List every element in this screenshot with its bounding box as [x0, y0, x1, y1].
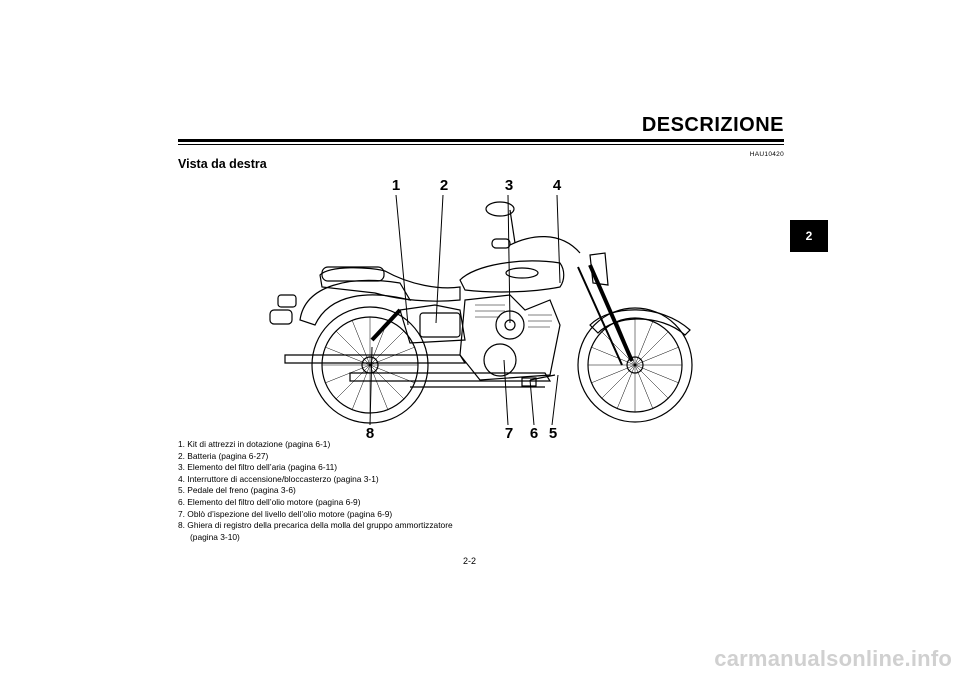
legend-item: 3. Elemento del filtro dell’aria (pagina… — [178, 462, 338, 473]
engine — [459, 294, 561, 381]
chapter-tab-label: 2 — [805, 229, 813, 243]
chapter-tab: 2 — [790, 220, 828, 252]
callout-4: 4 — [553, 177, 562, 194]
callout-8: 8 — [366, 425, 374, 440]
legend-item: 4. Interruttore di accensione/bloccaster… — [178, 473, 379, 484]
motorcycle-diagram: 1 2 3 4 8 7 6 5 — [269, 177, 693, 440]
page-number: 2-2 — [463, 556, 477, 566]
legend-item: 5. Pedale del freno (pagina 3-6) — [178, 485, 296, 496]
exhaust — [284, 354, 467, 364]
header-rule-thick — [178, 139, 784, 142]
callout-1: 1 — [392, 177, 400, 194]
section-code: HAU10420 — [749, 151, 784, 158]
callout-3: 3 — [505, 177, 513, 194]
callout-5: 5 — [549, 425, 557, 440]
rear-shock — [370, 308, 402, 342]
header-rule-thin — [178, 144, 784, 145]
fuel-tank — [459, 260, 565, 293]
callout-2: 2 — [440, 177, 448, 194]
callout-lines — [369, 194, 561, 426]
page-title: DESCRIZIONE — [641, 114, 784, 136]
section-title: Vista da destra — [178, 157, 267, 171]
legend-item: 6. Elemento del filtro dell’olio motore … — [178, 496, 361, 507]
callout-6: 6 — [530, 425, 538, 440]
callout-7: 7 — [505, 425, 513, 440]
parts-legend: 1. Kit di attrezzi in dotazione (pagina … — [178, 439, 478, 543]
legend-item: 1. Kit di attrezzi in dotazione (pagina … — [178, 439, 331, 449]
legend-item: 7. Oblò d’ispezione del livello dell’oli… — [178, 508, 393, 519]
headlight — [589, 252, 609, 286]
legend-item: 2. Batteria (pagina 6-27) — [178, 450, 269, 461]
front-wheel — [577, 307, 693, 423]
legend-item: 8. Ghiera di registro della precarica de… — [178, 520, 453, 542]
watermark: carmanualsonline.info — [714, 646, 952, 671]
